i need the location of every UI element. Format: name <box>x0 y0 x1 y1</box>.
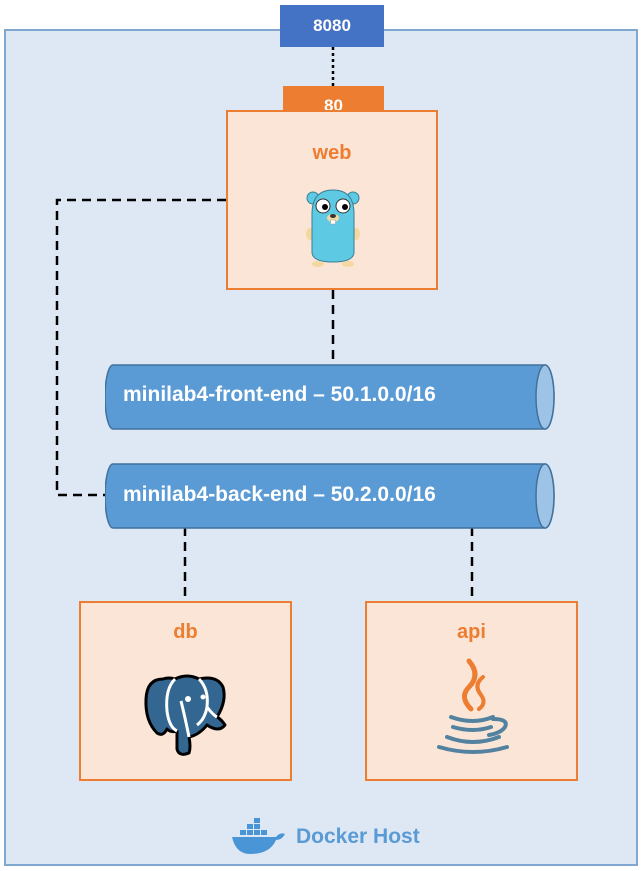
postgresql-elephant-icon <box>144 674 227 756</box>
host-port-badge: 8080 <box>280 5 384 47</box>
front-end-network-pipe <box>105 364 555 430</box>
front-end-network-label: minilab4-front-end – 50.1.0.0/16 <box>123 383 436 406</box>
back-end-network-pipe <box>105 463 555 529</box>
docker-whale-icon <box>232 818 285 854</box>
docker-host-label: Docker Host <box>296 825 420 848</box>
web-back-end-link <box>55 198 226 497</box>
db-container-name: db <box>173 621 198 643</box>
web-container: web <box>226 110 438 290</box>
api-container: api <box>365 601 578 781</box>
api-container-name: api <box>457 621 486 643</box>
go-gopher-icon <box>306 189 360 267</box>
java-cup-icon <box>437 658 509 754</box>
web-container-name: web <box>312 142 352 164</box>
back-end-network-label: minilab4-back-end – 50.2.0.0/16 <box>123 483 436 506</box>
db-container: db <box>79 601 292 781</box>
